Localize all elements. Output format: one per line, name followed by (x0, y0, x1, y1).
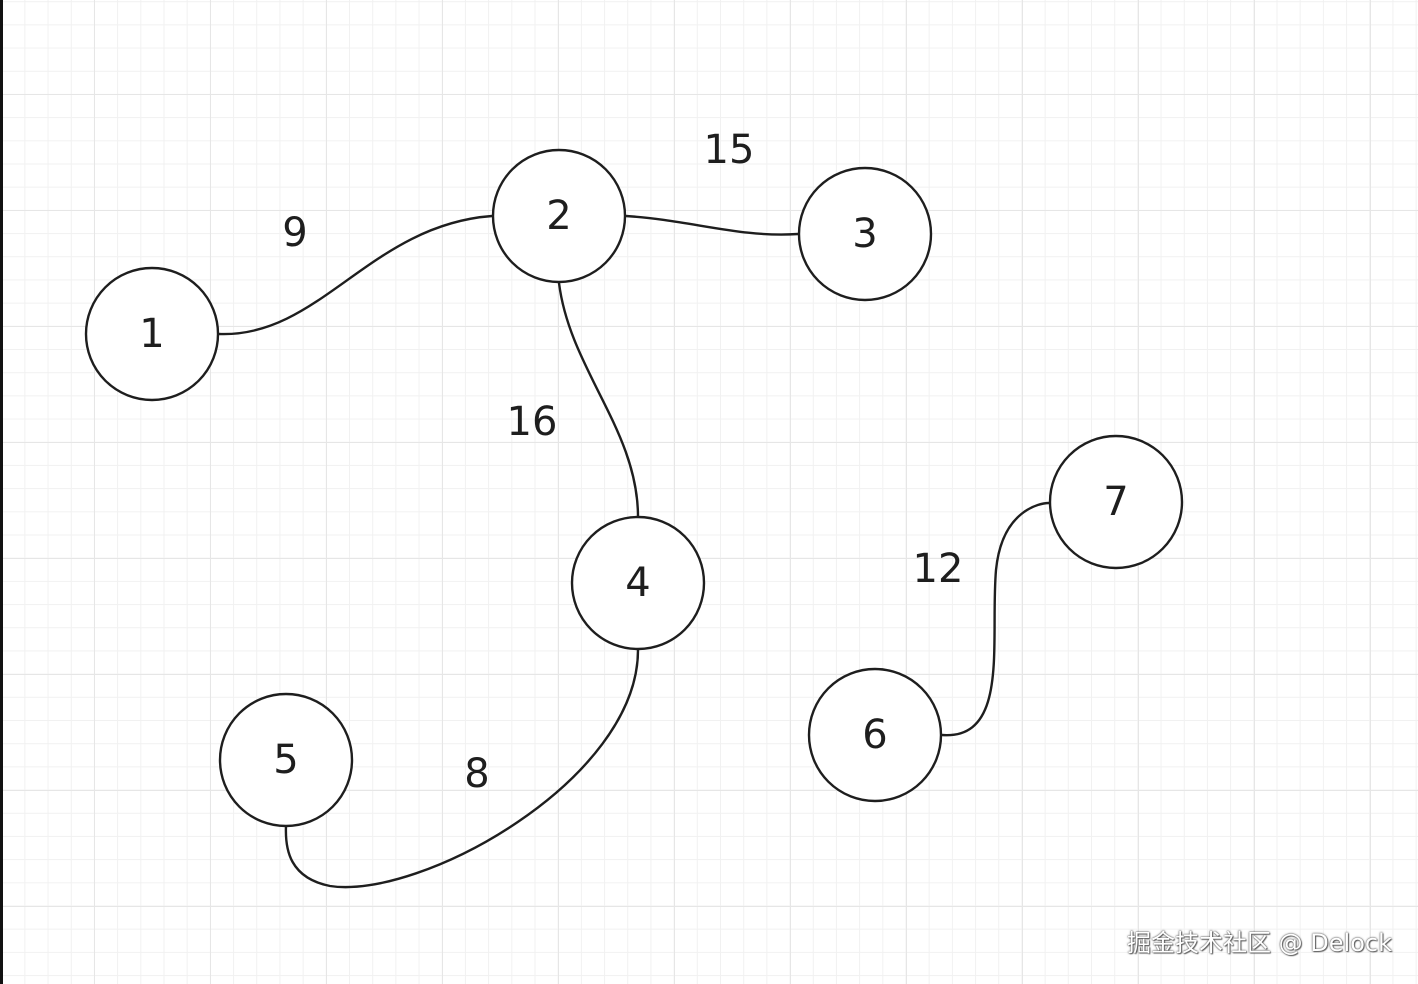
graph-node-5[interactable]: 5 (218, 692, 354, 828)
edge-weight-2-4: 16 (507, 399, 558, 445)
node-label-6: 6 (862, 712, 887, 758)
node-label-3: 3 (852, 211, 877, 257)
node-label-4: 4 (625, 560, 650, 606)
edge-weight-4-5: 8 (464, 751, 489, 797)
edge-weight-2-3: 15 (704, 127, 755, 173)
edge-2-3 (624, 214, 800, 236)
graph-node-3[interactable]: 3 (797, 166, 933, 302)
edge-6-7 (940, 501, 1051, 737)
graph-node-4[interactable]: 4 (570, 515, 706, 651)
node-label-5: 5 (273, 737, 298, 783)
node-label-2: 2 (546, 193, 571, 239)
window-edge (0, 0, 3, 984)
edge-weight-6-7: 12 (913, 546, 964, 592)
graph-node-1[interactable]: 1 (84, 266, 220, 402)
node-label-1: 1 (139, 311, 164, 357)
graph-node-6[interactable]: 6 (807, 667, 943, 803)
edge-2-4 (557, 281, 640, 519)
edge-weight-1-2: 9 (282, 210, 307, 256)
edge-1-2 (217, 214, 494, 336)
node-label-7: 7 (1103, 479, 1128, 525)
graph-node-2[interactable]: 2 (491, 148, 627, 284)
graph-node-7[interactable]: 7 (1048, 434, 1184, 570)
watermark-text: 掘金技术社区 @ Delock (1127, 929, 1392, 957)
edge-4-5 (284, 648, 640, 889)
